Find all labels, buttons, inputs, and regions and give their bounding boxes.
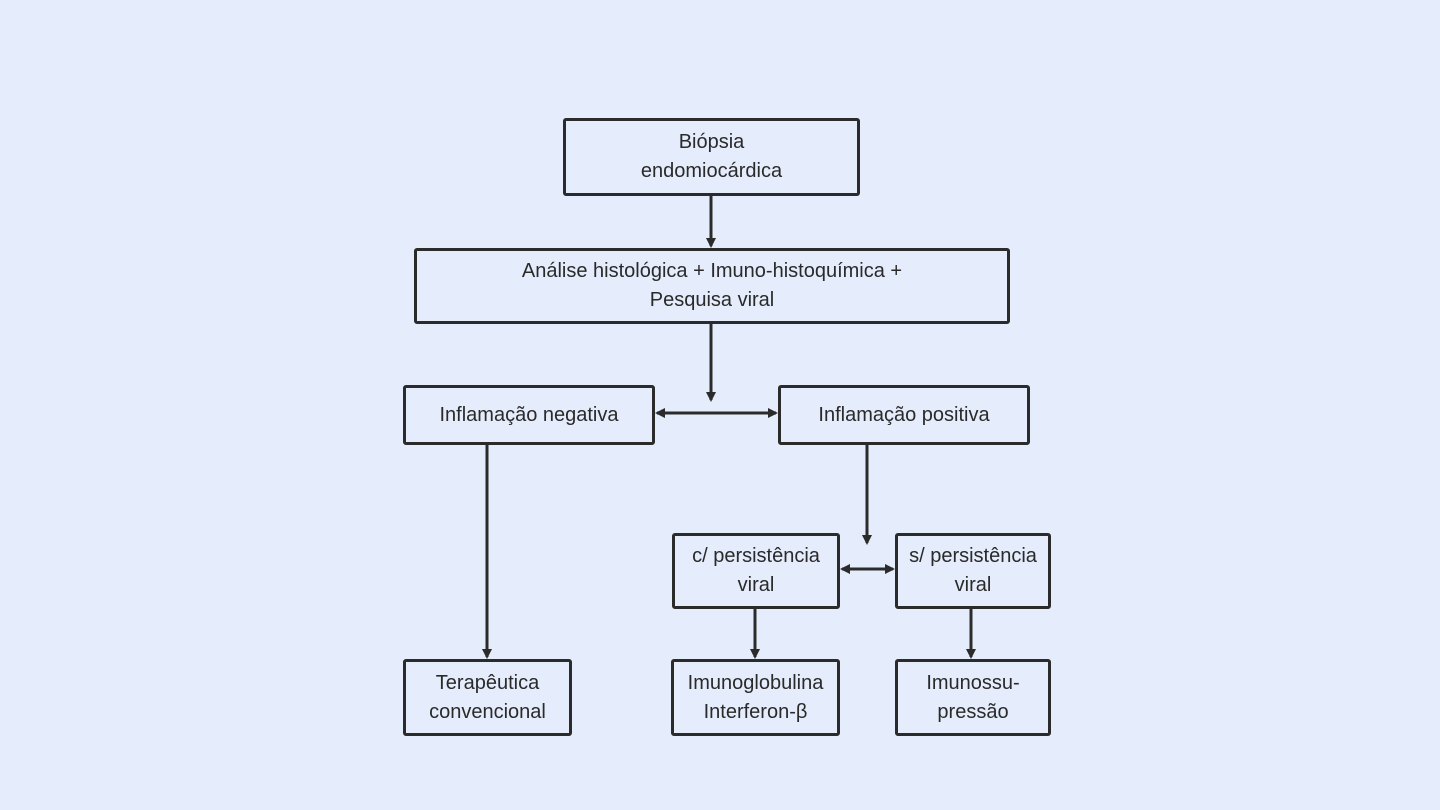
- node-immunosuppression: Imunossu-pressão: [895, 659, 1051, 736]
- node-biopsy: Biópsia endomiocárdica: [563, 118, 860, 196]
- node-with-viral-persistence: c/ persistência viral: [672, 533, 840, 609]
- node-without-viral-persistence: s/ persistência viral: [895, 533, 1051, 609]
- node-conventional-therapy-label: Terapêutica convencional: [429, 671, 546, 723]
- node-immunoglobulin-label: Imunoglobulina Interferon-β: [687, 671, 824, 723]
- node-immunoglobulin: Imunoglobulina Interferon-β: [671, 659, 840, 736]
- node-without-viral-persistence-label: s/ persistência viral: [909, 545, 1037, 596]
- node-inflammation-positive: Inflamação positiva: [778, 385, 1030, 445]
- node-with-viral-persistence-label: c/ persistência viral: [692, 545, 820, 596]
- node-conventional-therapy: Terapêutica convencional: [403, 659, 572, 736]
- node-analysis: Análise histológica + Imuno-histoquímica…: [414, 248, 1010, 324]
- node-inflammation-negative-label: Inflamação negativa: [439, 403, 619, 426]
- node-analysis-label: Análise histológica + Imuno-histoquímica…: [521, 260, 903, 311]
- node-biopsy-label: Biópsia endomiocárdica: [640, 131, 783, 182]
- node-inflammation-positive-label: Inflamação positiva: [818, 403, 990, 426]
- node-inflammation-negative: Inflamação negativa: [403, 385, 655, 445]
- node-immunosuppression-label: Imunossu-pressão: [926, 671, 1020, 723]
